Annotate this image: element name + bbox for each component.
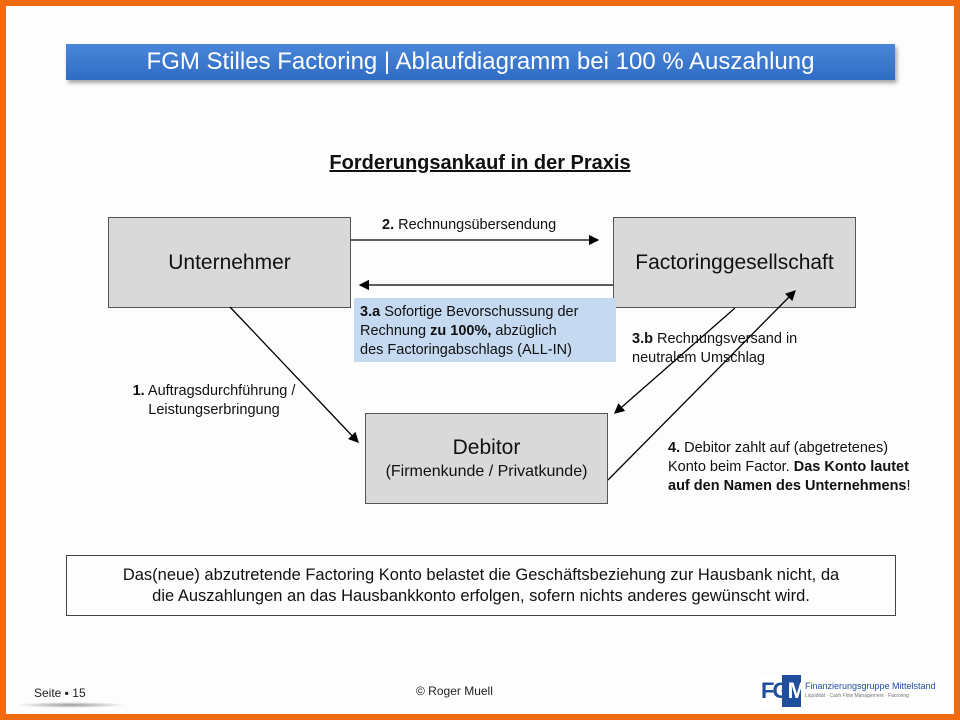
arrows: [229, 234, 796, 481]
slide-title: FGM Stilles Factoring | Ablaufdiagramm b…: [66, 44, 895, 80]
note-box: Das(neue) abzutretende Factoring Konto b…: [66, 555, 896, 616]
label-step-3b: 3.b Rechnungsversand in neutralem Umschl…: [632, 331, 798, 366]
page-shadow: [16, 702, 126, 708]
diagram-subtitle: Forderungsankauf in der Praxis: [329, 152, 631, 174]
debitor-subtitle: (Firmenkunde / Privatkunde): [385, 463, 588, 480]
debitor-title: Debitor: [452, 436, 521, 459]
label-step-1: 1. Auftragsdurchführung / Leistungserbri…: [132, 383, 296, 418]
box-unternehmer: Unternehmer: [108, 217, 351, 308]
logo-tagline: Liquidität · Cash Flow Management · Fact…: [805, 693, 909, 699]
fgm-logo: FGM Finanzierungsgruppe Mittelstand Liqu…: [759, 675, 936, 707]
box-factoringgesellschaft: Factoringgesellschaft: [613, 217, 856, 308]
box-debitor: Debitor (Firmenkunde / Privatkunde): [365, 413, 608, 504]
arrow-step-3b: [614, 307, 736, 414]
label-step-2: 2. Rechnungsübersendung: [382, 217, 557, 233]
logo-name: Finanzierungsgruppe Mittelstand: [805, 681, 936, 691]
arrow-step-4: [607, 290, 796, 481]
slide: FGM Stilles Factoring | Ablaufdiagramm b…: [6, 6, 954, 714]
logo-mark: FGM: [759, 675, 806, 707]
label-step-3a: 3.a Sofortige Bevorschussung der Rechnun…: [354, 298, 616, 362]
label-step-4: 4. Debitor zahlt auf (abgetretenes) Kont…: [668, 440, 911, 494]
copyright: © Roger Muell: [416, 684, 493, 698]
page-number: Seite ▪ 15: [34, 686, 86, 700]
arrow-step-1: [229, 306, 359, 443]
